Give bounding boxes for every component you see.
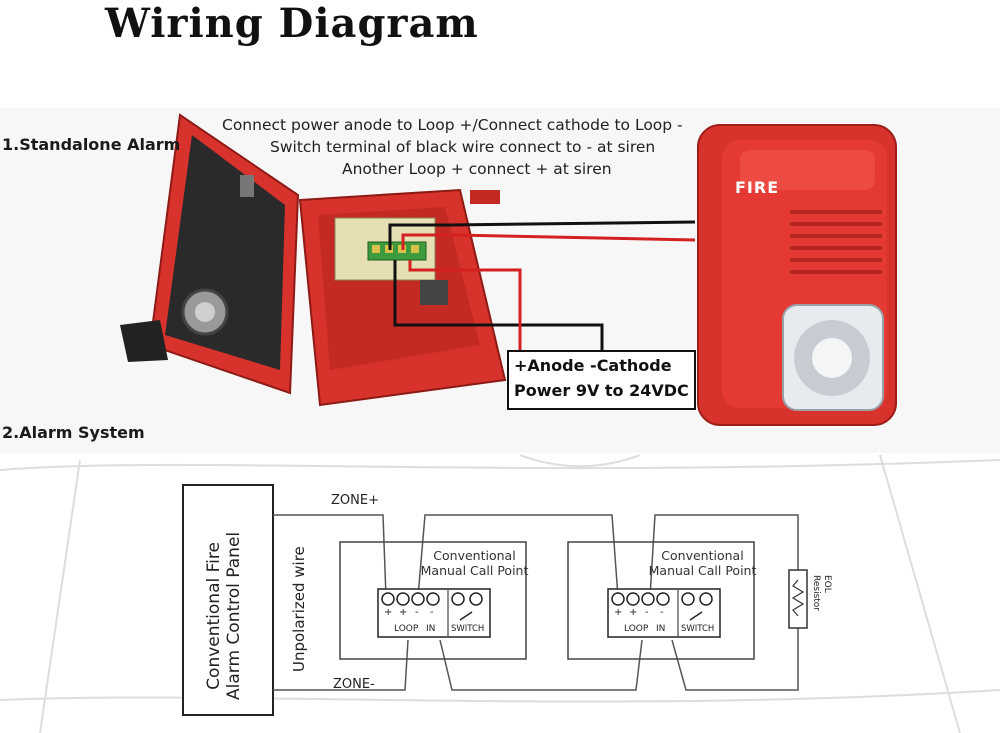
eol-resistor bbox=[788, 569, 808, 629]
zone-wiring bbox=[273, 514, 799, 691]
eol-resistor-label-line-1: EOL bbox=[822, 575, 832, 593]
control-panel-label-line-1: Conventional Fire bbox=[204, 542, 224, 690]
siren-photo bbox=[697, 124, 897, 426]
terminal-1-sign-2: + bbox=[399, 607, 408, 618]
call-point-2-label: Conventional Manual Call Point bbox=[640, 548, 765, 578]
instruction-line-1: Connect power anode to Loop +/Connect ca… bbox=[222, 116, 683, 134]
call-point-1-label-line-1: Conventional bbox=[433, 548, 516, 563]
diagram-title: Wiring Diagram bbox=[105, 0, 479, 47]
call-point-photo bbox=[120, 113, 507, 407]
call-point-1-label-line-2: Manual Call Point bbox=[420, 563, 529, 578]
instruction-line-2: Switch terminal of black wire connect to… bbox=[270, 138, 656, 156]
call-point-2-label-line-1: Conventional bbox=[661, 548, 744, 563]
call-point-1-box bbox=[339, 541, 527, 660]
terminal-block-2 bbox=[607, 588, 721, 638]
wires bbox=[388, 220, 696, 350]
terminal-1-sign-3: - bbox=[415, 607, 419, 618]
call-point-2-box bbox=[567, 541, 755, 660]
terminal-2-sign-2: + bbox=[629, 607, 638, 618]
control-panel-label: Conventional Fire Alarm Control Panel bbox=[204, 532, 244, 700]
call-point-2-label-line-2: Manual Call Point bbox=[648, 563, 757, 578]
unpolarized-wire-label: Unpolarized wire bbox=[290, 546, 308, 672]
eol-resistor-label: EOL Resistor bbox=[810, 575, 832, 611]
siren-fire-label: FIRE bbox=[735, 178, 780, 197]
terminal-1-switch-label: SWITCH bbox=[451, 624, 485, 634]
terminal-1-sign-1: + bbox=[384, 607, 393, 618]
terminal-2-sign-3: - bbox=[645, 607, 649, 618]
terminal-1-in-label: IN bbox=[426, 624, 436, 634]
terminal-1-sign-4: - bbox=[430, 607, 434, 618]
call-point-1-label: Conventional Manual Call Point bbox=[412, 548, 537, 578]
section-1-label: 1.Standalone Alarm bbox=[2, 135, 181, 154]
terminal-block-1 bbox=[377, 588, 491, 638]
power-label-box: +Anode -Cathode Power 9V to 24VDC bbox=[507, 350, 696, 410]
section-2-label: 2.Alarm System bbox=[2, 423, 145, 442]
terminal-2-sign-4: - bbox=[660, 607, 664, 618]
terminal-2-loop-label: LOOP bbox=[624, 624, 649, 634]
terminal-2-in-label: IN bbox=[656, 624, 666, 634]
terminal-2-sign-1: + bbox=[614, 607, 623, 618]
eol-resistor-label-line-2: Resistor bbox=[811, 575, 821, 611]
control-panel-box bbox=[182, 484, 274, 716]
control-panel-label-line-2: Alarm Control Panel bbox=[224, 531, 244, 700]
background-sketch bbox=[0, 454, 1000, 733]
terminal-2-switch-label: SWITCH bbox=[681, 624, 715, 634]
instruction-line-3: Another Loop + connect + at siren bbox=[342, 160, 612, 178]
zone-minus-label: ZONE- bbox=[333, 677, 375, 692]
zone-plus-label: ZONE+ bbox=[331, 493, 379, 508]
terminal-1-loop-label: LOOP bbox=[394, 624, 419, 634]
power-polarity-label: +Anode -Cathode bbox=[514, 356, 672, 375]
power-voltage-label: Power 9V to 24VDC bbox=[514, 381, 689, 400]
